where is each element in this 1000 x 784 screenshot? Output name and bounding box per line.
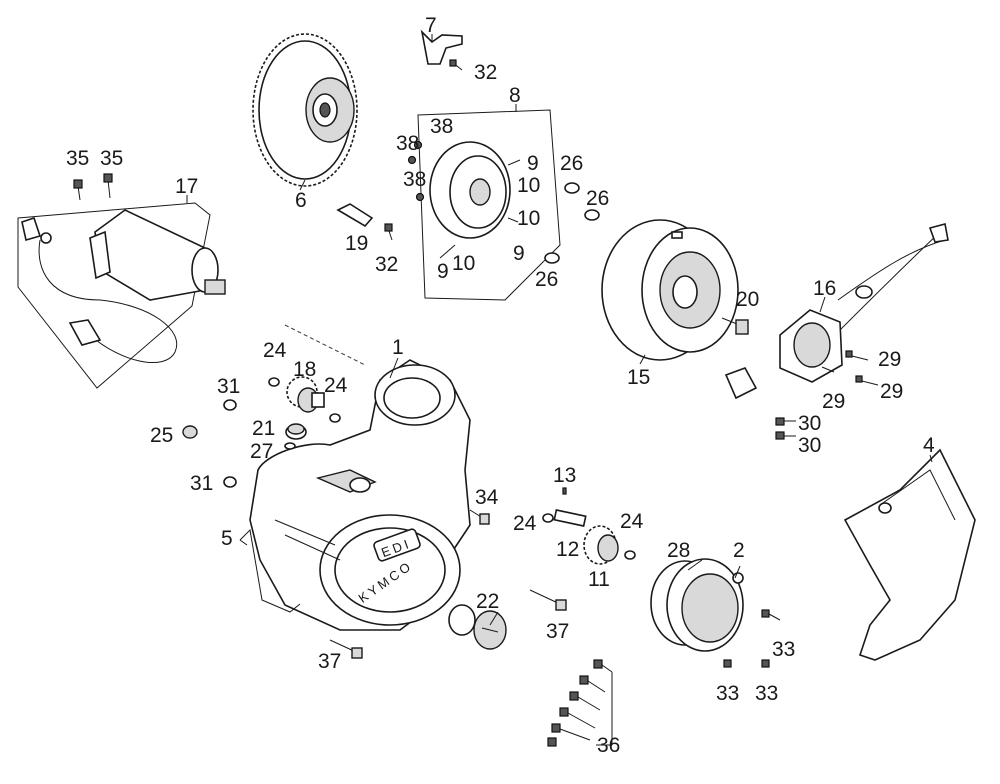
callout-31a: 31 bbox=[217, 375, 240, 398]
callout-29c: 29 bbox=[880, 380, 903, 403]
callout-38b: 38 bbox=[430, 115, 453, 138]
sprocket-icon bbox=[252, 33, 358, 187]
callout-24d: 24 bbox=[620, 510, 644, 533]
gasket-5 bbox=[239, 528, 301, 613]
gear-18 bbox=[286, 376, 325, 413]
callout-7: 7 bbox=[425, 14, 437, 37]
screws-30 bbox=[775, 417, 796, 440]
callout-10a: 10 bbox=[517, 174, 540, 197]
callout-22: 22 bbox=[476, 590, 499, 613]
callout-11: 11 bbox=[588, 568, 610, 591]
callout-33b: 33 bbox=[716, 682, 739, 705]
plug-21 bbox=[285, 423, 307, 440]
flywheel-rotor-icon bbox=[601, 219, 739, 361]
callout-10b: 10 bbox=[517, 207, 540, 230]
callout-5: 5 bbox=[221, 527, 233, 550]
callout-26a: 26 bbox=[560, 152, 583, 175]
bolts-37 bbox=[329, 589, 567, 659]
callout-38c: 38 bbox=[403, 168, 426, 191]
callout-30b: 30 bbox=[798, 434, 821, 457]
callout-32a: 32 bbox=[474, 61, 497, 84]
callout-19: 19 bbox=[345, 232, 368, 255]
bolt-20 bbox=[721, 317, 749, 335]
screws-29 bbox=[821, 350, 879, 386]
filter-25 bbox=[182, 425, 198, 439]
callout-2: 2 bbox=[733, 539, 745, 562]
brake-plate-icon bbox=[407, 109, 561, 301]
callout-9c: 9 bbox=[437, 260, 449, 283]
callout-24c: 24 bbox=[513, 512, 537, 535]
bolts-36 bbox=[547, 659, 613, 747]
callout-36: 36 bbox=[597, 734, 620, 757]
callout-21: 21 bbox=[252, 417, 275, 440]
callout-4: 4 bbox=[923, 434, 935, 457]
callout-8: 8 bbox=[509, 84, 521, 107]
shaft-12 bbox=[553, 487, 587, 527]
dowels-31 bbox=[223, 399, 237, 488]
bolts-33 bbox=[723, 609, 781, 668]
callout-24b: 24 bbox=[324, 374, 348, 397]
callout-37b: 37 bbox=[318, 650, 341, 673]
callout-35a: 35 bbox=[66, 147, 89, 170]
callout-18: 18 bbox=[293, 358, 316, 381]
callout-17: 17 bbox=[175, 175, 198, 198]
callout-1: 1 bbox=[392, 336, 404, 359]
callout-10c: 10 bbox=[452, 252, 475, 275]
leader-lines bbox=[186, 34, 933, 746]
lever-19 bbox=[336, 203, 393, 241]
callout-33c: 33 bbox=[755, 682, 778, 705]
callout-20: 20 bbox=[736, 288, 759, 311]
callout-24a: 24 bbox=[263, 339, 287, 362]
callout-28: 28 bbox=[667, 539, 690, 562]
sprocket-cover-icon bbox=[843, 448, 976, 661]
callout-16: 16 bbox=[813, 277, 836, 300]
callout-29b: 29 bbox=[822, 390, 845, 413]
callout-26b: 26 bbox=[586, 187, 609, 210]
callout-26c: 26 bbox=[535, 268, 558, 291]
bracket-7 bbox=[420, 29, 463, 71]
callout-35b: 35 bbox=[100, 147, 123, 170]
collar-26 bbox=[544, 182, 600, 264]
callout-33a: 33 bbox=[772, 638, 795, 661]
plug-22 bbox=[448, 604, 507, 650]
callout-25: 25 bbox=[150, 424, 173, 447]
callout-34: 34 bbox=[475, 486, 499, 509]
callout-15: 15 bbox=[627, 366, 650, 389]
callout-31b: 31 bbox=[190, 472, 213, 495]
starter-motor-icon bbox=[17, 173, 226, 389]
callout-6: 6 bbox=[295, 189, 307, 212]
pulse-generator-cover-icon bbox=[650, 558, 744, 652]
bolt-34 bbox=[469, 509, 490, 525]
callout-37a: 37 bbox=[546, 620, 569, 643]
callout-30a: 30 bbox=[798, 412, 821, 435]
callout-9a: 9 bbox=[527, 152, 539, 175]
gear-11 bbox=[583, 525, 619, 565]
crankcase-cover-icon: EDI KYMCO bbox=[249, 324, 471, 631]
callout-12: 12 bbox=[556, 538, 579, 561]
callout-27: 27 bbox=[250, 440, 273, 463]
washers bbox=[268, 377, 636, 560]
stator-coil-icon bbox=[724, 223, 949, 400]
callout-13: 13 bbox=[553, 464, 576, 487]
callout-32b: 32 bbox=[375, 253, 398, 276]
callout-38a: 38 bbox=[396, 132, 419, 155]
callout-29a: 29 bbox=[878, 348, 901, 371]
callout-labels: 1 2 4 5 6 7 8 9 9 9 10 10 10 11 12 13 15… bbox=[66, 14, 935, 757]
callout-9b: 9 bbox=[513, 242, 525, 265]
